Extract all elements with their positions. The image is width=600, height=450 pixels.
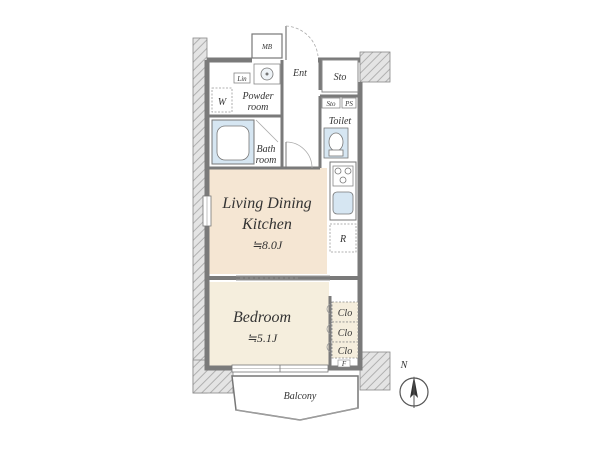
compass-north-label: N [400, 360, 409, 371]
entrance-label: Ent [292, 68, 307, 79]
toilet-icon [323, 127, 349, 159]
bath-room-label-1: Bath [257, 144, 276, 155]
pipe-space: PS [341, 97, 357, 109]
sliding-partition[interactable] [236, 275, 330, 281]
hall-door[interactable] [285, 141, 313, 169]
ldk-side-window [202, 195, 212, 227]
closet-label-1: Clo [338, 308, 352, 319]
sto-entrance-label: Sto [334, 72, 347, 83]
lin-label: Lin [236, 75, 247, 83]
washing-machine-space: W [211, 87, 233, 113]
toilet-storage: Sto [321, 97, 341, 109]
balcony: Balcony [231, 375, 359, 421]
kitchen-counter [329, 161, 357, 221]
washer-label: W [218, 97, 228, 108]
balcony-window[interactable] [231, 364, 329, 373]
bath-room-label-2: room [256, 155, 277, 166]
ldk-area: ≒8.0J [252, 238, 283, 252]
powder-room-label-2: room [248, 102, 269, 113]
powder-room-label-1: Powder [241, 91, 273, 102]
ps-label: PS [344, 100, 353, 108]
bedroom-label: Bedroom [233, 309, 291, 326]
f-mark-label: F [341, 360, 347, 368]
sto-toilet-label: Sto [327, 100, 336, 108]
closet-label-2: Clo [338, 328, 352, 339]
north-compass-icon: N [399, 360, 429, 408]
fridge-label: R [339, 234, 346, 245]
balcony-label: Balcony [284, 391, 317, 402]
closets: Clo Clo Clo F [331, 301, 359, 368]
entrance-door[interactable] [285, 25, 319, 60]
ldk-label-1: Living Dining [221, 195, 311, 212]
washbasin-icon [253, 63, 281, 85]
mb-label: MB [261, 43, 273, 51]
refrigerator-space: R [329, 223, 357, 253]
ldk-label-2: Kitchen [241, 216, 292, 233]
toilet-label: Toilet [329, 116, 352, 127]
bathtub-icon [211, 119, 255, 165]
bedroom-area: ≒5.1J [247, 331, 278, 345]
closet-doors[interactable] [326, 303, 331, 353]
bath-door[interactable] [255, 119, 279, 143]
mb-box: MB [251, 33, 283, 59]
closet-label-3: Clo [338, 346, 352, 357]
linen-cabinet: Lin [233, 72, 251, 84]
entrance-storage: Sto [321, 59, 359, 93]
